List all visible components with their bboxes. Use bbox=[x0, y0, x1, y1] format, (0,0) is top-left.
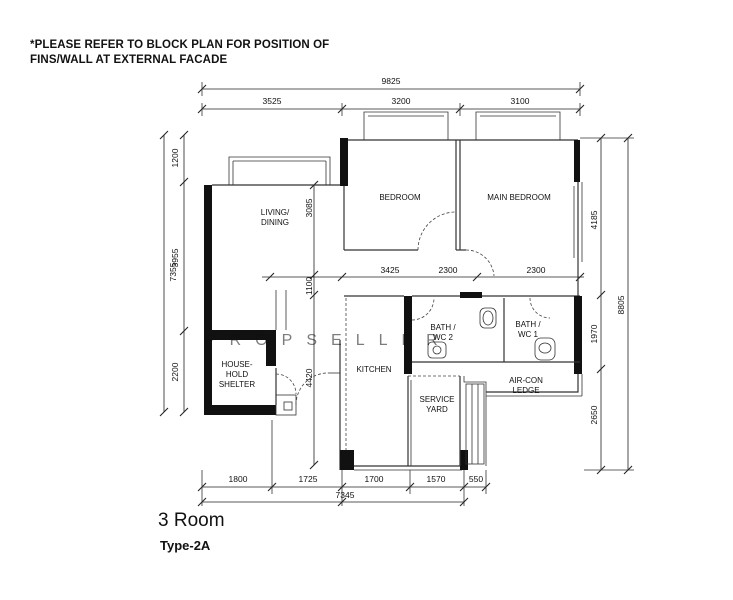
label-living-line-1: LIVING/ bbox=[261, 208, 290, 217]
label-kitchen: KITCHEN bbox=[356, 365, 391, 374]
label-aircon-ledge-line-1: AIR-CON bbox=[509, 376, 543, 385]
bottom-dimensions: 1800 1725 1700 1570 550 7345 bbox=[197, 420, 491, 507]
dim-mid-3: 2300 bbox=[527, 265, 546, 275]
room-labels: BEDROOM MAIN BEDROOM LIVING/ DINING BATH… bbox=[219, 193, 551, 414]
plan-subtitle: Type-2A bbox=[160, 538, 211, 553]
dim-right-3: 2650 bbox=[589, 405, 599, 424]
label-bath-1-line-1: BATH / bbox=[515, 320, 541, 329]
left-dimensions: 7355 1200 3955 2200 bbox=[159, 130, 189, 417]
dim-bottom-2: 1725 bbox=[299, 474, 318, 484]
inner-dimensions: 3085 1100 4420 bbox=[304, 180, 319, 470]
dim-top-1: 3525 bbox=[263, 96, 282, 106]
dim-bottom-3: 1700 bbox=[365, 474, 384, 484]
dim-left-1: 1200 bbox=[170, 148, 180, 167]
dim-right-1: 4185 bbox=[589, 210, 599, 229]
facade-note: *PLEASE REFER TO BLOCK PLAN FOR POSITION… bbox=[30, 38, 329, 68]
dim-top-2: 3200 bbox=[392, 96, 411, 106]
walls bbox=[204, 111, 583, 471]
plan-title: 3 Room bbox=[158, 510, 225, 531]
dim-inner-1: 3085 bbox=[304, 198, 314, 217]
label-shelter-line-1: HOUSE- bbox=[221, 360, 252, 369]
dim-inner-3: 4420 bbox=[304, 368, 314, 387]
label-bath-2-line-1: BATH / bbox=[430, 323, 456, 332]
label-bath-1-line-2: WC 1 bbox=[518, 330, 539, 339]
label-service-yard-line-1: SERVICE bbox=[420, 395, 455, 404]
dim-left-2: 3955 bbox=[170, 248, 180, 267]
dim-inner-2: 1100 bbox=[304, 277, 314, 296]
label-bedroom: BEDROOM bbox=[379, 193, 421, 202]
dim-left-3: 2200 bbox=[170, 362, 180, 381]
dim-bottom-5: 550 bbox=[469, 474, 483, 484]
dim-right-total: 8805 bbox=[616, 295, 626, 314]
dim-right-2: 1970 bbox=[589, 324, 599, 343]
facade-note-line-2: FINS/WALL AT EXTERNAL FACADE bbox=[30, 54, 228, 66]
dim-top-3: 3100 bbox=[511, 96, 530, 106]
label-bath-2-line-2: WC 2 bbox=[433, 333, 454, 342]
top-dimensions: 9825 3525 3200 3100 bbox=[197, 76, 585, 116]
facade-note-line-1: *PLEASE REFER TO BLOCK PLAN FOR POSITION… bbox=[30, 39, 330, 51]
label-service-yard-line-2: YARD bbox=[426, 405, 448, 414]
dim-bottom-total: 7345 bbox=[336, 490, 355, 500]
label-aircon-ledge-line-2: LEDGE bbox=[512, 386, 539, 395]
dim-left-total: 7355 bbox=[168, 262, 178, 281]
label-living-line-2: DINING bbox=[261, 218, 289, 227]
watermark: PROPSELLER bbox=[205, 332, 452, 349]
dim-bottom-1: 1800 bbox=[229, 474, 248, 484]
middle-dimensions: 3425 2300 2300 bbox=[262, 265, 585, 282]
right-dimensions: 4185 1970 2650 8805 bbox=[580, 133, 634, 475]
dim-bottom-4: 1570 bbox=[427, 474, 446, 484]
dim-mid-1: 3425 bbox=[381, 265, 400, 275]
label-main-bedroom: MAIN BEDROOM bbox=[487, 193, 551, 202]
label-shelter-line-2: HOLD bbox=[226, 370, 248, 379]
label-shelter-line-3: SHELTER bbox=[219, 380, 256, 389]
dim-mid-2: 2300 bbox=[439, 265, 458, 275]
dim-top-total: 9825 bbox=[382, 76, 401, 86]
